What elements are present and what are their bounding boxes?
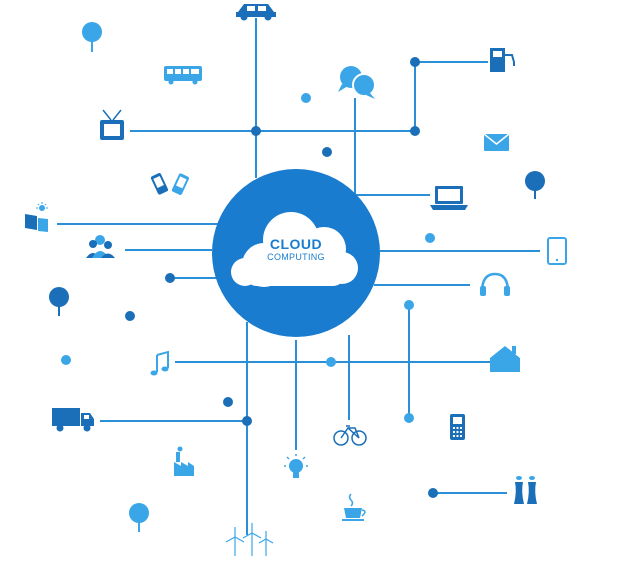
calculator-phone-icon [450, 414, 465, 440]
connector-dot [410, 57, 420, 67]
truck-icon [52, 408, 94, 432]
connector-dot [165, 273, 175, 283]
light-dots [61, 93, 435, 423]
car-icon [236, 4, 276, 21]
floating-dot [326, 357, 336, 367]
bus-icon [164, 66, 202, 85]
music-note-icon [150, 350, 169, 376]
coffee-cup-icon [342, 493, 366, 521]
location-pin-icon [49, 287, 69, 316]
factory-icon [174, 446, 194, 476]
connector-dot [410, 126, 420, 136]
wind-turbines-icon [225, 523, 274, 556]
connector-dots [125, 57, 438, 498]
floating-dot [404, 413, 414, 423]
cloud-shape [231, 212, 358, 287]
hub-title: CLOUD [269, 236, 323, 252]
gas-pump-icon [490, 48, 515, 72]
people-icon [86, 235, 115, 258]
connector-dot [242, 416, 252, 426]
tablet-icon [547, 237, 567, 265]
chat-bubbles-icon [338, 66, 376, 99]
floating-dot [425, 233, 435, 243]
floating-dot [125, 311, 135, 321]
location-pin-icon [82, 22, 102, 52]
house-icon [490, 346, 520, 372]
envelope-icon [483, 133, 510, 151]
location-pin-icon [525, 171, 545, 199]
cloud-label: CLOUD COMPUTING [226, 237, 366, 262]
floating-dot [404, 300, 414, 310]
solar-panel-icon [25, 202, 48, 232]
floating-dot [322, 147, 332, 157]
light-bulb-icon [284, 454, 308, 478]
floating-dot [223, 397, 233, 407]
bicycle-icon [333, 425, 367, 446]
floating-dot [61, 355, 71, 365]
headphones-icon [480, 272, 510, 296]
hub-subtitle: COMPUTING [267, 252, 325, 262]
connection-lines [57, 18, 540, 535]
connector-dot [251, 126, 261, 136]
floating-dot [301, 93, 311, 103]
connector-dot [428, 488, 438, 498]
location-pin-icon [129, 503, 149, 532]
tv-icon [100, 109, 124, 140]
laptop-icon [430, 186, 468, 210]
cooling-towers-icon [514, 476, 537, 504]
mobile-phones-icon [150, 173, 190, 195]
